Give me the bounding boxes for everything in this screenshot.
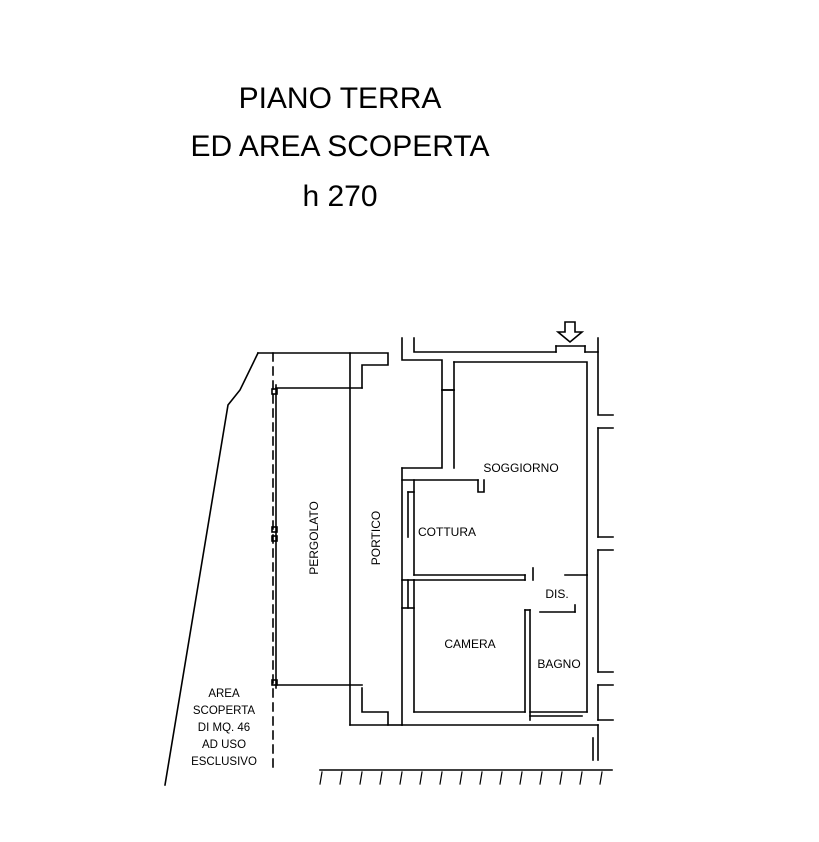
title-line-3: h 270 <box>302 180 378 213</box>
room-label-pergolato: PERGOLATO <box>307 501 321 575</box>
outdoor-area-label: AREA SCOPERTA DI MQ. 46 AD USO ESCLUSIVO <box>191 688 257 768</box>
house-walls <box>401 337 614 761</box>
room-label-camera: CAMERA <box>444 637 495 651</box>
title-line-1: PIANO TERRA <box>238 82 442 115</box>
room-label-cottura: COTTURA <box>418 525 476 539</box>
outdoor-area-line-5: ESCLUSIVO <box>191 756 257 768</box>
lot-boundary <box>164 351 260 786</box>
portico-outline <box>349 352 403 726</box>
room-label-portico: PORTICO <box>369 511 383 565</box>
outdoor-area-line-4: AD USO <box>202 739 246 751</box>
room-label-dis: DIS. <box>545 587 568 601</box>
outdoor-area-line-3: DI MQ. 46 <box>198 722 250 734</box>
entrance-arrow-icon <box>555 321 585 344</box>
outdoor-area-line-2: SCOPERTA <box>193 705 256 717</box>
room-label-soggiorno: SOGGIORNO <box>483 461 558 475</box>
ground-line <box>319 769 613 785</box>
room-label-bagno: BAGNO <box>537 657 580 671</box>
title-line-2: ED AREA SCOPERTA <box>190 130 490 163</box>
pergolato-frame <box>271 384 363 689</box>
outdoor-area-line-1: AREA <box>208 688 240 700</box>
